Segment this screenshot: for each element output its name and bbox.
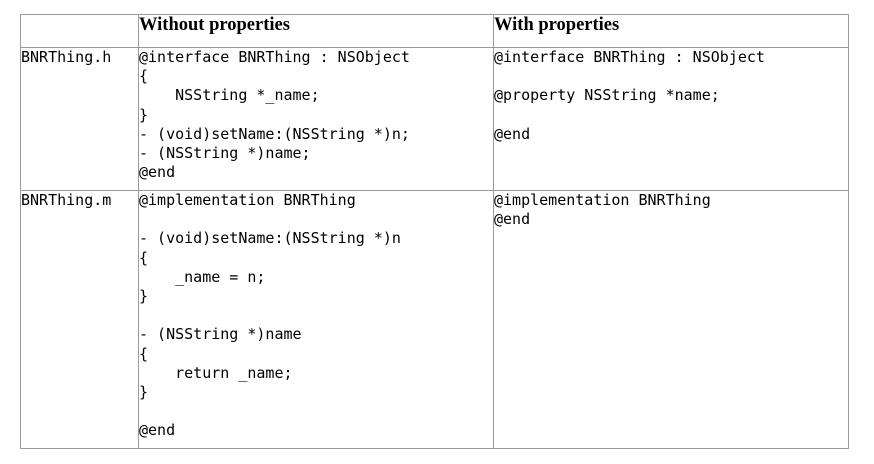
code-cell-without-properties: @implementation BNRThing - (void)setName… — [138, 190, 494, 449]
code-line: @end — [494, 124, 531, 143]
code-line — [494, 106, 848, 125]
row-label-implementation-file: BNRThing.m — [20, 190, 139, 449]
code-line: @end — [139, 163, 176, 182]
code-line: NSString *_name; — [139, 86, 320, 105]
code-line — [139, 210, 493, 229]
code-line: _name = n; — [139, 267, 266, 286]
code-line: - (NSString *)name; — [139, 144, 311, 163]
code-line: } — [139, 383, 149, 401]
comparison-table: Without properties With properties BNRTh… — [20, 14, 849, 449]
header-corner-cell — [20, 14, 139, 48]
code-line: @implementation BNRThing — [494, 191, 711, 209]
header-with-properties: With properties — [493, 14, 849, 48]
code-cell-with-properties: @interface BNRThing : NSObject @property… — [493, 47, 849, 191]
code-line — [494, 67, 848, 86]
code-cell-with-properties: @implementation BNRThing @end — [493, 190, 849, 449]
code-line: @end — [494, 210, 531, 229]
code-line: @implementation BNRThing — [139, 191, 356, 209]
code-line: - (void)setName:(NSString *)n — [139, 229, 401, 248]
code-line: @property NSString *name; — [494, 86, 720, 105]
table-row: BNRThing.h @interface BNRThing : NSObjec… — [20, 47, 849, 191]
code-line: @end — [139, 421, 176, 440]
code-line: - (NSString *)name — [139, 325, 302, 344]
code-cell-without-properties: @interface BNRThing : NSObject { NSStrin… — [138, 47, 494, 191]
row-label-header-file: BNRThing.h — [20, 47, 139, 191]
code-line: - (void)setName:(NSString *)n; — [139, 124, 410, 143]
code-line: @interface BNRThing : NSObject — [494, 48, 765, 66]
code-line: return _name; — [139, 363, 293, 382]
code-line — [139, 306, 493, 325]
code-line: } — [139, 105, 149, 124]
code-line: { — [139, 344, 149, 363]
header-row: Without properties With properties — [20, 14, 849, 48]
code-line: { — [139, 67, 149, 86]
table-row: BNRThing.m @implementation BNRThing - (v… — [20, 190, 849, 449]
code-line: @interface BNRThing : NSObject — [139, 48, 410, 66]
code-line — [139, 402, 493, 421]
code-line: } — [139, 287, 149, 305]
code-line: { — [139, 248, 149, 267]
header-without-properties: Without properties — [138, 14, 494, 48]
